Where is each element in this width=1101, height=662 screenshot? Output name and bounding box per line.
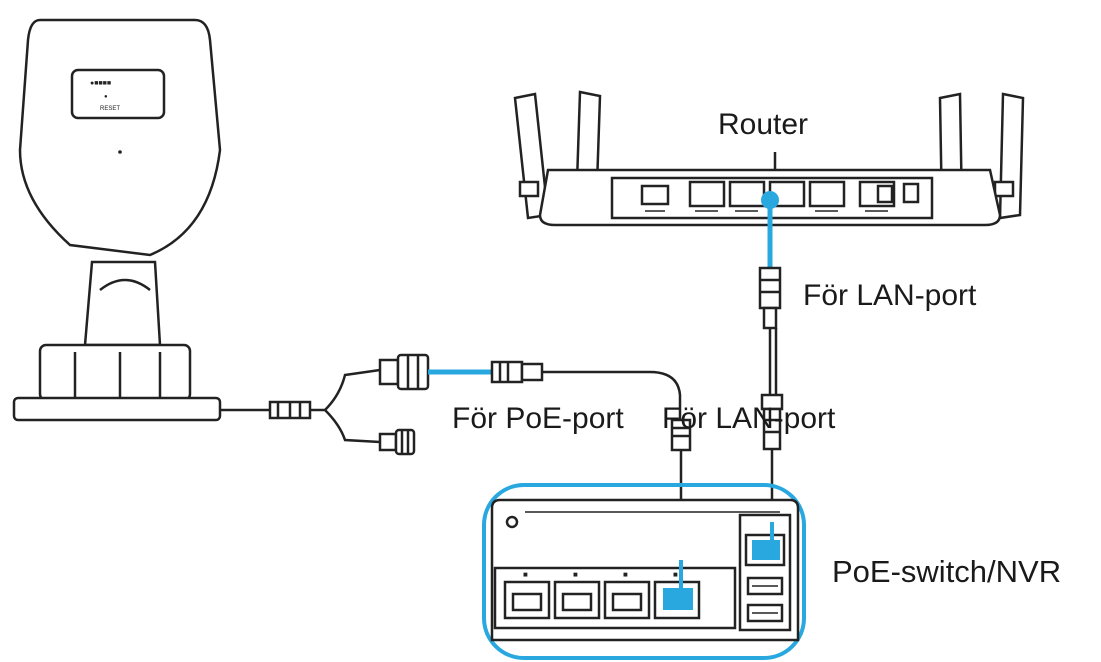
lan-port-label-top: För LAN-port <box>803 279 977 312</box>
svg-text:●■■■■: ●■■■■ <box>90 80 111 87</box>
camera-icon: ●■■■■ ● RESET <box>12 18 222 422</box>
lan-port-label-mid: För LAN-port <box>662 402 836 435</box>
switch-poe-port-highlight <box>663 588 693 610</box>
svg-text:■: ■ <box>623 570 628 579</box>
svg-text:■: ■ <box>573 570 578 579</box>
poe-switch-highlight-frame <box>482 483 806 660</box>
svg-text:●: ● <box>104 94 108 100</box>
poe-cable <box>490 360 692 580</box>
switch-lan-port-highlight <box>752 540 780 560</box>
svg-text:RESET: RESET <box>100 106 120 112</box>
poe-port-label: För PoE-port <box>452 402 624 435</box>
svg-text:■: ■ <box>523 570 528 579</box>
poe-switch-icon: ■ ■ ■ ■ <box>490 498 800 642</box>
router-label: Router <box>718 108 809 141</box>
lan-cable <box>758 266 784 525</box>
svg-text:■: ■ <box>673 570 678 579</box>
camera-cable <box>220 353 430 456</box>
poe-switch-label: PoE-switch/NVR <box>832 554 1062 589</box>
